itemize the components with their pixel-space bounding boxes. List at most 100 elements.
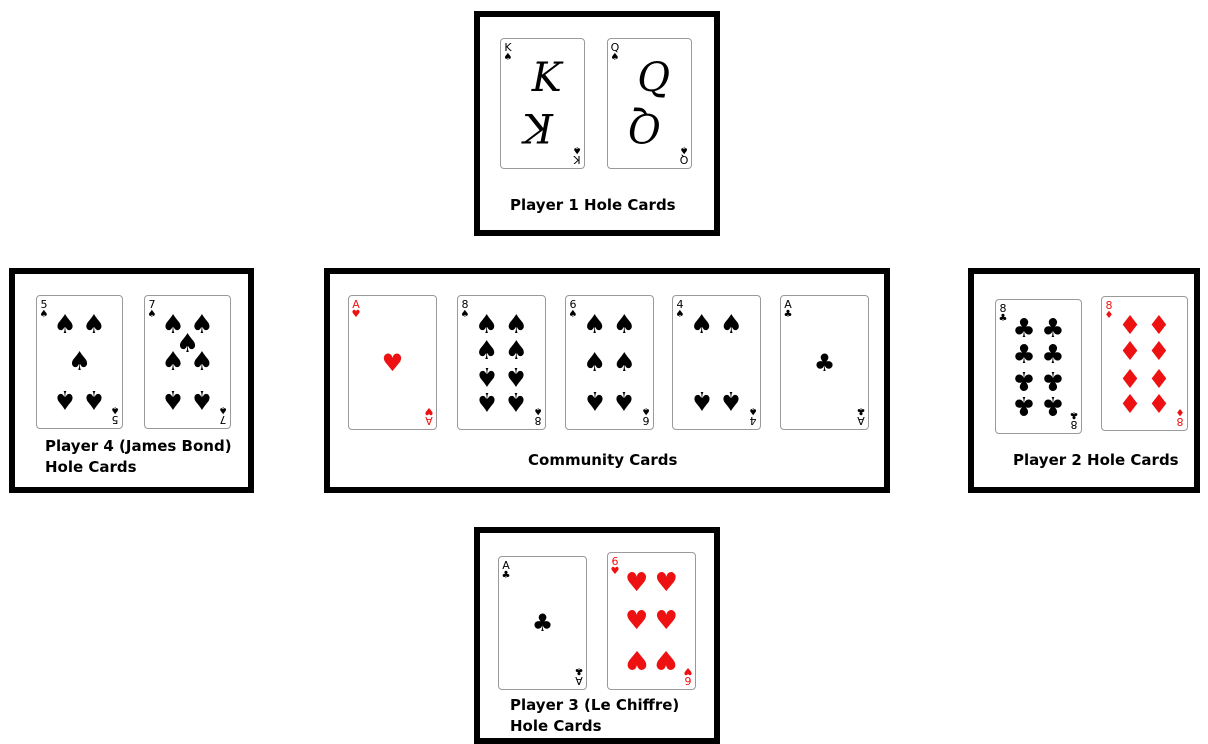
heart-icon: ♥ xyxy=(625,646,648,672)
card-face-letter: K xyxy=(532,58,562,98)
spade-icon: ♠ xyxy=(475,363,498,389)
player-4-card-1: 5♠5♠♠♠♠♠♠ xyxy=(36,295,123,429)
spade-icon: ♠ xyxy=(679,144,689,154)
card-corner-index: 6♠ xyxy=(568,299,578,320)
diamond-icon: ♦ xyxy=(1118,313,1141,339)
spade-icon: ♠ xyxy=(68,349,91,375)
club-icon: ♣ xyxy=(1041,367,1064,393)
community-card-5: A♣A♣♣ xyxy=(780,295,869,430)
card-corner-index: 8♣ xyxy=(1069,409,1079,430)
spade-icon: ♠ xyxy=(475,312,498,338)
card-corner-index: Q♠ xyxy=(610,42,620,63)
diamond-icon: ♦ xyxy=(1104,311,1114,321)
spade-icon: ♠ xyxy=(720,387,743,413)
diamond-icon: ♦ xyxy=(1118,389,1141,415)
spade-icon: ♠ xyxy=(641,405,651,415)
club-icon: ♣ xyxy=(1041,392,1064,418)
card-corner-index: A♣ xyxy=(574,665,584,686)
diamond-icon: ♦ xyxy=(1175,406,1185,416)
spade-icon: ♠ xyxy=(583,312,606,338)
card-corner-index: 8♣ xyxy=(998,303,1008,324)
spade-icon: ♠ xyxy=(675,310,685,320)
card-rank-label: 7 xyxy=(218,414,228,425)
card-corner-index: 7♠ xyxy=(147,299,157,320)
card-corner-index: 4♠ xyxy=(675,299,685,320)
spade-icon: ♠ xyxy=(505,338,528,364)
card-corner-index: 8♦ xyxy=(1104,300,1114,321)
club-icon: ♣ xyxy=(1012,392,1035,418)
card-corner-index: A♣ xyxy=(856,405,866,426)
club-icon: ♣ xyxy=(1012,316,1035,342)
spade-icon: ♠ xyxy=(190,386,213,412)
club-icon: ♣ xyxy=(1041,342,1064,368)
spade-icon: ♠ xyxy=(503,53,513,63)
club-icon: ♣ xyxy=(1012,342,1035,368)
player-2-card-2: 8♦8♦♦♦♦♦♦♦♦♦ xyxy=(1101,296,1188,431)
card-corner-index: 6♥ xyxy=(610,556,620,577)
card-corner-index: 6♠ xyxy=(641,405,651,426)
card-corner-index: 5♠ xyxy=(39,299,49,320)
card-face-letter: K xyxy=(523,107,553,147)
card-rank-label: A xyxy=(856,415,866,426)
card-rank-label: 8 xyxy=(1069,419,1079,430)
heart-icon: ♥ xyxy=(655,646,678,672)
player-4-panel: 5♠5♠♠♠♠♠♠ 7♠7♠♠♠♠♠♠♠♠ Player 4 (James Bo… xyxy=(9,268,254,493)
card-corner-index: 5♠ xyxy=(110,404,120,425)
spade-icon: ♠ xyxy=(82,312,105,338)
player-4-label-line-1: Player 4 (James Bond) xyxy=(45,436,232,457)
spade-icon: ♠ xyxy=(613,387,636,413)
spade-icon: ♠ xyxy=(568,310,578,320)
card-corner-index: 8♦ xyxy=(1175,406,1185,427)
card-corner-index: Q♠ xyxy=(679,144,689,165)
diamond-icon: ♦ xyxy=(1118,364,1141,390)
spade-icon: ♠ xyxy=(572,144,582,154)
spade-icon: ♠ xyxy=(505,388,528,414)
heart-icon: ♥ xyxy=(382,351,404,375)
heart-icon: ♥ xyxy=(625,608,648,634)
card-corner-index: 8♠ xyxy=(460,299,470,320)
card-corner-index: 8♠ xyxy=(533,405,543,426)
heart-icon: ♥ xyxy=(625,570,648,596)
player-2-card-1: 8♣8♣♣♣♣♣♣♣♣♣ xyxy=(995,299,1082,434)
card-face-letter: Q xyxy=(637,58,670,98)
spade-icon: ♠ xyxy=(475,338,498,364)
card-corner-index: A♣ xyxy=(783,299,793,320)
player-1-label: Player 1 Hole Cards xyxy=(510,195,676,216)
spade-icon: ♠ xyxy=(505,312,528,338)
spade-icon: ♠ xyxy=(53,312,76,338)
spade-icon: ♠ xyxy=(147,310,157,320)
club-icon: ♣ xyxy=(574,665,584,675)
player-3-card-1: A♣A♣♣ xyxy=(498,556,587,690)
club-icon: ♣ xyxy=(856,405,866,415)
spade-icon: ♠ xyxy=(161,349,184,375)
player-4-label-line-2: Hole Cards xyxy=(45,457,137,478)
card-corner-index: K♠ xyxy=(572,144,582,165)
club-icon: ♣ xyxy=(783,310,793,320)
spade-icon: ♠ xyxy=(218,404,228,414)
player-2-label: Player 2 Hole Cards xyxy=(1013,450,1179,471)
player-3-card-2: 6♥6♥♥♥♥♥♥♥ xyxy=(607,552,696,690)
card-corner-index: 7♠ xyxy=(218,404,228,425)
spade-icon: ♠ xyxy=(583,387,606,413)
spade-icon: ♠ xyxy=(583,350,606,376)
player-3-label-line-1: Player 3 (Le Chiffre) xyxy=(510,695,679,716)
community-card-2: 8♠8♠♠♠♠♠♠♠♠♠ xyxy=(457,295,546,430)
card-face-letter: Q xyxy=(629,107,662,147)
card-rank-label: 5 xyxy=(110,414,120,425)
card-rank-label: 4 xyxy=(748,415,758,426)
spade-icon: ♠ xyxy=(748,405,758,415)
club-icon: ♣ xyxy=(501,571,511,581)
spade-icon: ♠ xyxy=(690,387,713,413)
heart-icon: ♥ xyxy=(655,608,678,634)
heart-icon: ♥ xyxy=(610,567,620,577)
heart-icon: ♥ xyxy=(351,310,361,320)
spade-icon: ♠ xyxy=(460,310,470,320)
spade-icon: ♠ xyxy=(53,386,76,412)
diamond-icon: ♦ xyxy=(1118,339,1141,365)
spade-icon: ♠ xyxy=(505,363,528,389)
card-rank-label: 8 xyxy=(1175,416,1185,427)
card-rank-label: 6 xyxy=(683,675,693,686)
